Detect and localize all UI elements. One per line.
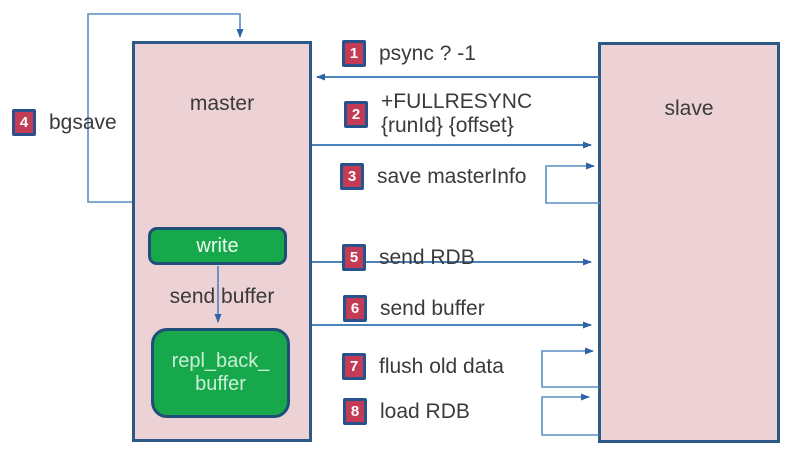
step-5-send-rdb: 5 send RDB: [342, 244, 475, 271]
step-4-bgsave: 4 bgsave: [12, 109, 117, 136]
step-1-number-badge: 1: [342, 40, 366, 67]
step-4-number-badge: 4: [12, 109, 36, 136]
step-3-save-masterinfo: 3 save masterInfo: [340, 163, 526, 190]
arrow-save-masterinfo-self-loop: [545, 162, 600, 204]
step-8-load-rdb: 8 load RDB: [343, 398, 470, 425]
step-1-label: psync ? -1: [379, 41, 476, 65]
step-7-number-badge: 7: [342, 353, 366, 380]
step-2-fullresync: 2 +FULLRESYNC {runId} {offset}: [344, 89, 532, 139]
step-6-number-badge: 6: [343, 295, 367, 322]
step-2-label-line2: {runId} {offset}: [381, 114, 514, 137]
arrow-flush-old-data-self-loop: [541, 347, 599, 388]
step-1-psync: 1 psync ? -1: [342, 40, 476, 67]
slave-box: [598, 42, 780, 443]
step-7-flush-old-data: 7 flush old data: [342, 353, 504, 380]
step-2-label: +FULLRESYNC {runId} {offset}: [381, 90, 532, 138]
step-5-number-badge: 5: [342, 244, 366, 271]
repl-back-buffer-box: repl_back_ buffer: [151, 328, 290, 418]
step-8-number-badge: 8: [343, 398, 367, 425]
slave-label: slave: [664, 97, 714, 120]
repl-back-buffer-label-line2: buffer: [195, 373, 246, 395]
arrow-load-rdb-self-loop: [541, 393, 599, 436]
write-box-label: write: [196, 234, 239, 257]
master-label: master: [189, 92, 255, 115]
write-box: write: [148, 227, 287, 265]
step-2-number-badge: 2: [344, 100, 368, 128]
step-3-number-badge: 3: [340, 163, 364, 190]
step-8-label: load RDB: [380, 399, 470, 423]
step-3-label: save masterInfo: [377, 164, 527, 188]
step-2-label-line1: +FULLRESYNC: [381, 90, 533, 113]
repl-back-buffer-label-line1: repl_back_: [171, 350, 270, 372]
send-buffer-inner-label: send buffer: [169, 285, 275, 308]
step-5-label: send RDB: [379, 245, 475, 269]
step-4-label: bgsave: [49, 110, 117, 134]
step-6-label: send buffer: [380, 296, 485, 320]
step-6-send-buffer: 6 send buffer: [343, 295, 485, 322]
step-7-label: flush old data: [379, 354, 504, 378]
